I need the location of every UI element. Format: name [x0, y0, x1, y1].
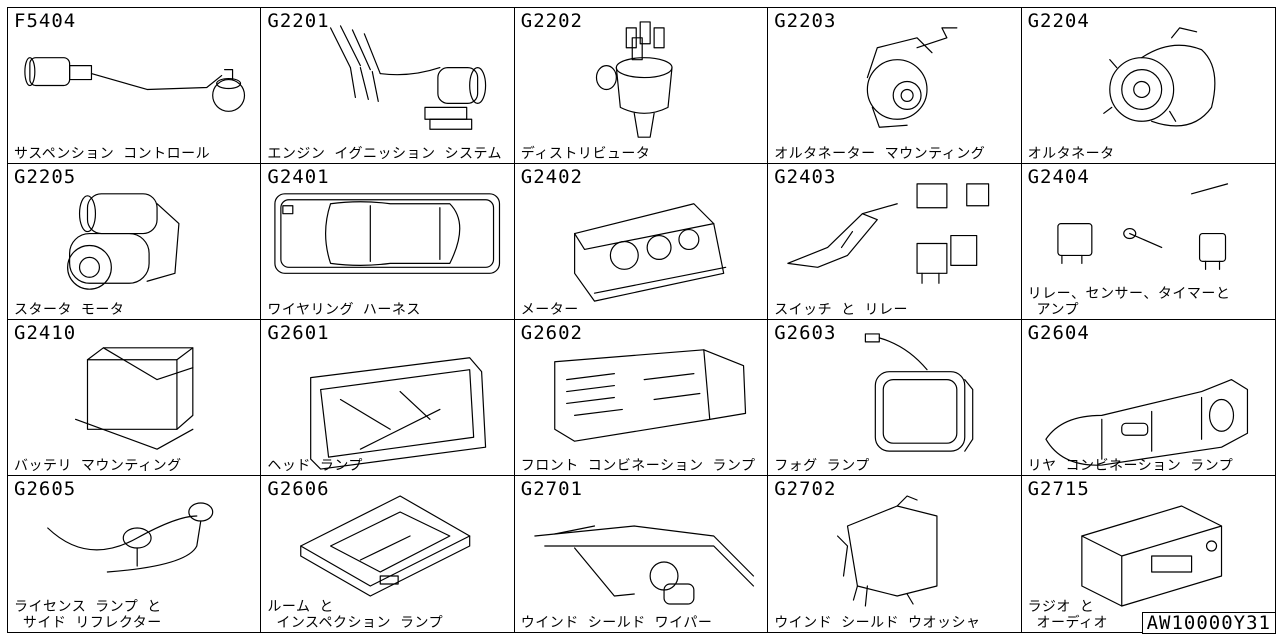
- part-group-name: ヘッド ランプ: [267, 458, 363, 474]
- catalog-cell-g2201[interactable]: G2201 エンジン イグニッション システム: [261, 8, 515, 164]
- catalog-cell-g2205[interactable]: G2205 スタータ モータ: [8, 164, 262, 320]
- part-group-code: G2401: [267, 166, 330, 188]
- radio-icon: [1080, 505, 1222, 607]
- wiper-icon: [534, 525, 754, 605]
- part-group-name: ウインド シールド ワイパー: [520, 615, 713, 631]
- wiring-harness-icon: [274, 193, 501, 274]
- catalog-cell-g2404[interactable]: G2404 リレー、センサー、タイマーと アンプ: [1021, 164, 1275, 320]
- catalog-cell-g2401[interactable]: G2401 ワイヤリング ハーネス: [261, 164, 515, 320]
- catalog-cell-g2203[interactable]: G2203 オルタネーター マウンティング: [768, 8, 1022, 164]
- part-group-name: オルタネーター マウンティング: [774, 146, 986, 162]
- catalog-cell-g2602[interactable]: G2602 フロント コンビネーション ランプ: [514, 320, 769, 476]
- part-group-code: G2404: [1027, 166, 1090, 188]
- part-group-name: ルーム と インスペクション ランプ: [267, 599, 444, 631]
- catalog-cell-g2402[interactable]: G2402 メーター: [514, 164, 769, 320]
- license-lamp-icon: [47, 502, 214, 573]
- catalog-cell-g2606[interactable]: G2606 ルーム と インスペクション ランプ: [261, 476, 515, 632]
- catalog-cell-g2403[interactable]: G2403 スイッチ と リレー: [768, 164, 1022, 320]
- part-group-name: バッテリ マウンティング: [14, 458, 182, 474]
- catalog-cell-g2202[interactable]: G2202 ディストリビュータ: [514, 8, 769, 164]
- catalog-cell-g2715[interactable]: G2715 ラジオ と オーディオ: [1022, 476, 1275, 632]
- parts-catalog-grid: F5404 サスペンション コントロール G2201 エンジン イグニッション システ…: [7, 7, 1276, 633]
- switch-relay-icon: [787, 183, 990, 284]
- part-group-code: G2602: [520, 322, 583, 344]
- battery-icon: [74, 347, 194, 450]
- part-group-code: G2606: [267, 478, 330, 500]
- part-group-code: G2603: [774, 322, 837, 344]
- part-group-code: G2410: [14, 322, 77, 344]
- part-group-code: G2702: [774, 478, 837, 500]
- starter-motor-icon: [67, 193, 180, 290]
- part-group-name: フロント コンビネーション ランプ: [520, 458, 756, 474]
- part-group-name: リレー、センサー、タイマーと アンプ: [1027, 286, 1231, 318]
- part-group-name: サスペンション コントロール: [14, 146, 211, 162]
- part-group-code: G2402: [520, 166, 583, 188]
- catalog-cell-g2410[interactable]: G2410 バッテリ マウンティング: [8, 320, 262, 476]
- reference-code: AW10000Y31: [1141, 612, 1276, 634]
- part-group-name: メーター: [520, 302, 579, 318]
- catalog-cell-g2605[interactable]: G2605 ライセンス ランプ と サイド リフレクター: [8, 476, 262, 632]
- part-group-code: G2601: [267, 322, 330, 344]
- catalog-cell-g2701[interactable]: G2701 ウインド シールド ワイパー: [515, 476, 769, 632]
- part-group-name: スイッチ と リレー: [774, 302, 909, 318]
- fog-lamp-icon: [864, 333, 974, 452]
- catalog-cell-g2702[interactable]: G2702 ウインド シールド ウオッシャ: [768, 476, 1022, 632]
- catalog-cell-g2603[interactable]: G2603 フォグ ランプ: [768, 320, 1022, 476]
- alternator-icon: [1102, 27, 1216, 127]
- part-group-code: G2715: [1027, 478, 1090, 500]
- part-group-code: G2203: [774, 10, 837, 32]
- part-group-code: G2204: [1027, 10, 1090, 32]
- front-combination-lamp-icon: [553, 349, 746, 442]
- meter-icon: [573, 203, 727, 302]
- part-group-name: フォグ ランプ: [774, 458, 870, 474]
- head-lamp-icon: [310, 357, 487, 470]
- part-group-name: ライセンス ランプ と サイド リフレクター: [14, 599, 162, 631]
- part-group-code: G2202: [520, 10, 583, 32]
- part-group-name: スタータ モータ: [14, 302, 125, 318]
- part-group-name: オルタネータ: [1027, 146, 1115, 162]
- suspension-control-icon: [24, 57, 246, 112]
- room-lamp-icon: [300, 495, 471, 597]
- distributor-icon: [595, 21, 673, 138]
- part-group-name: エンジン イグニッション システム: [267, 146, 503, 162]
- rear-combination-lamp-icon: [1044, 379, 1248, 466]
- part-group-code: F5404: [14, 10, 77, 32]
- part-group-code: G2201: [267, 10, 330, 32]
- catalog-cell-g2604[interactable]: G2604 リヤ コンビネーション ランプ: [1021, 320, 1275, 476]
- part-group-code: G2701: [520, 478, 583, 500]
- part-group-name: リヤ コンビネーション ランプ: [1027, 458, 1234, 474]
- catalog-cell-f5404[interactable]: F5404 サスペンション コントロール: [8, 8, 262, 164]
- catalog-cell-g2601[interactable]: G2601 ヘッド ランプ: [261, 320, 515, 476]
- part-group-name: ウインド シールド ウオッシャ: [774, 615, 981, 631]
- part-group-name: ディストリビュータ: [520, 146, 651, 162]
- part-group-code: G2605: [14, 478, 77, 500]
- washer-tank-icon: [837, 495, 938, 607]
- part-group-name: ワイヤリング ハーネス: [267, 302, 421, 318]
- alternator-mounting-icon: [866, 27, 958, 128]
- part-group-code: G2205: [14, 166, 77, 188]
- relay-sensor-icon: [1056, 183, 1228, 270]
- part-group-name: ラジオ と オーディオ: [1027, 599, 1109, 631]
- catalog-cell-g2204[interactable]: G2204 オルタネータ: [1021, 8, 1275, 164]
- ignition-system-icon: [330, 25, 487, 130]
- part-group-code: G2604: [1027, 322, 1090, 344]
- part-group-code: G2403: [774, 166, 837, 188]
